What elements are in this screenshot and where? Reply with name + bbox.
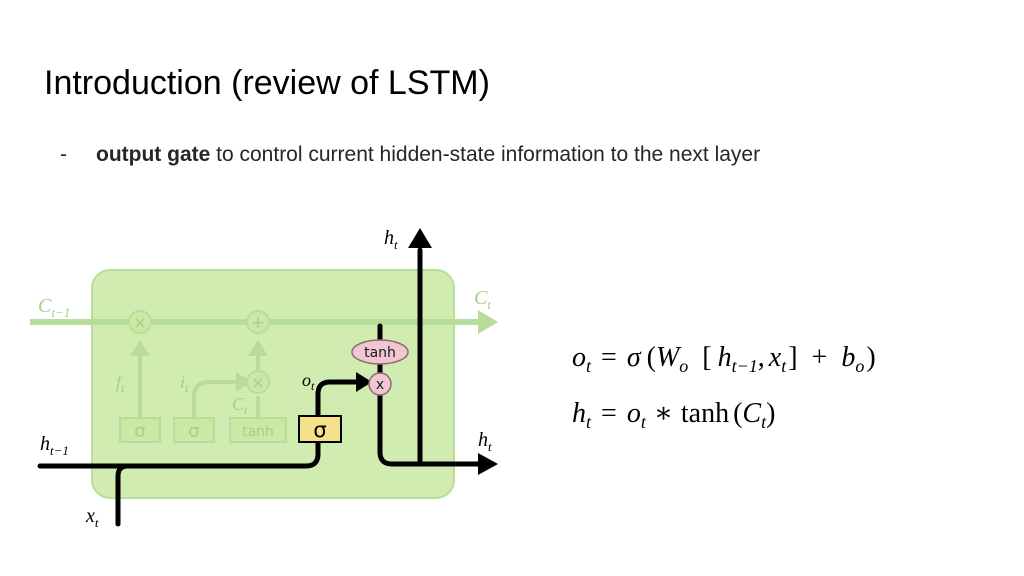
svg-text:σ: σ [134, 421, 145, 442]
label-c-current: Ct [474, 287, 491, 312]
svg-text:tanh: tanh [364, 345, 396, 361]
svg-text:σ: σ [188, 421, 199, 442]
label-forget: ft [116, 372, 125, 395]
candidate-tanh-gate: tanh [229, 417, 287, 443]
hidden-prev-path [37, 439, 321, 469]
output-tanh-node: tanh [351, 339, 409, 365]
forget-gate-path [130, 340, 268, 420]
svg-text:σ: σ [313, 418, 326, 442]
arrow-head-up [408, 228, 432, 248]
bullet-point: - output gate to control current hidden-s… [60, 143, 760, 167]
arrow-head-output [478, 453, 498, 475]
bullet-marker: - [60, 143, 67, 166]
arrow-head-multiply [356, 372, 372, 392]
label-output-gate: ot [302, 370, 315, 393]
label-candidate: Ct [232, 394, 248, 417]
forget-sigma-gate: σ [119, 417, 161, 443]
bullet-rest-text: to control current hidden-state informat… [210, 143, 761, 166]
label-c-prev: Ct−1 [38, 295, 70, 320]
label-h-top: ht [384, 227, 398, 252]
label-x-input: xt [85, 505, 99, 530]
cell-add-symbol: + [251, 313, 265, 333]
forget-multiply-symbol: × [133, 313, 146, 332]
sigma-to-multiply-path [315, 379, 363, 419]
label-input: it [180, 372, 189, 395]
active-paths [37, 247, 483, 527]
input-sigma-gate: σ [173, 417, 215, 443]
forget-multiply-node: × [128, 310, 152, 334]
equation-output-gate: ot=σ(Wo[ht−1,xt]+bo) [572, 342, 876, 376]
equation-hidden-state: ht=ot∗tanh(Ct) [572, 398, 775, 432]
output-multiply-node: x [368, 372, 392, 396]
input-x-path [115, 463, 131, 527]
slide-title: Introduction (review of LSTM) [44, 64, 490, 102]
cell-to-output-path [377, 323, 483, 467]
input-multiply-symbol: × [251, 373, 264, 392]
output-sigma-gate: σ [298, 415, 342, 443]
bullet-bold-text: output gate [96, 143, 211, 166]
svg-text:x: x [376, 377, 384, 393]
label-h-out: ht [478, 429, 492, 454]
label-h-prev: ht−1 [40, 433, 69, 458]
cell-add-node: + [246, 310, 270, 334]
svg-text:tanh: tanh [242, 424, 274, 440]
input-multiply-node: × [246, 370, 270, 394]
